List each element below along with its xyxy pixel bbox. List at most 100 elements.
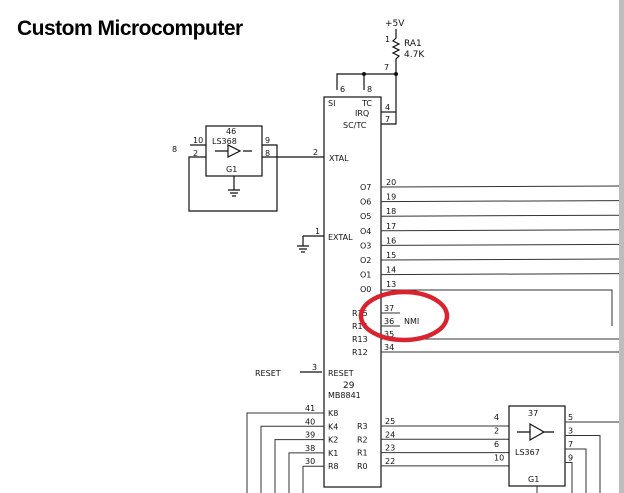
r-low-pin-25: 25 bbox=[385, 417, 395, 426]
junction-dot bbox=[394, 72, 398, 76]
mcu-chip bbox=[323, 96, 382, 488]
pin-irq: 4 bbox=[385, 103, 390, 112]
output-label-o2: O2 bbox=[360, 256, 371, 265]
ls368-pin-9: 9 bbox=[265, 136, 270, 145]
ls367-in-pin-4: 4 bbox=[494, 413, 499, 422]
k-label-k2: K2 bbox=[328, 436, 338, 445]
nmi-label: NMI bbox=[404, 317, 419, 326]
ls367-out-pin-5: 5 bbox=[568, 413, 573, 422]
k-wire-k1 bbox=[288, 452, 324, 493]
ls368-enable: G1 bbox=[226, 165, 237, 174]
ls367-out-pin-3: 3 bbox=[568, 427, 573, 436]
ls368-pin-8: 8 bbox=[265, 149, 270, 158]
r-low-label-r1: R1 bbox=[357, 449, 368, 458]
output-label-o6: O6 bbox=[360, 198, 371, 207]
ls367-ref: 37 bbox=[528, 409, 538, 418]
page-edge bbox=[619, 0, 624, 493]
ground-icon bbox=[228, 176, 240, 197]
r-low-label-r2: R2 bbox=[357, 435, 368, 444]
output-wire-o1 bbox=[380, 273, 620, 276]
ls367-part: LS367 bbox=[515, 448, 540, 457]
r-low-pin-22: 22 bbox=[385, 457, 395, 466]
output-label-o0: O0 bbox=[360, 285, 371, 294]
output-wire-o5 bbox=[380, 214, 620, 217]
ls367-out-wire-9 bbox=[565, 462, 573, 493]
output-pin-18: 18 bbox=[386, 207, 396, 216]
output-wire-o7 bbox=[380, 185, 620, 188]
r-pin-35: 35 bbox=[384, 330, 394, 339]
r-pin-36: 36 bbox=[384, 317, 394, 326]
r-label-r12: R12 bbox=[352, 348, 368, 357]
label-reset: RESET bbox=[328, 369, 354, 378]
k-pin-38: 38 bbox=[305, 444, 315, 453]
pin-tc: 8 bbox=[367, 85, 372, 94]
output-pin-14: 14 bbox=[386, 266, 396, 275]
highlight-circle bbox=[358, 289, 450, 343]
pin-xtal: 2 bbox=[313, 148, 318, 157]
output-pin-16: 16 bbox=[386, 236, 396, 245]
ls367-enable: G1 bbox=[528, 475, 539, 484]
output-wire-o4 bbox=[380, 229, 620, 232]
k-pin-39: 39 bbox=[305, 431, 315, 440]
power-label: +5V bbox=[385, 19, 405, 29]
k-wire-r8 bbox=[302, 465, 324, 493]
o0-wire bbox=[381, 289, 613, 326]
resistor-symbol bbox=[391, 29, 401, 74]
output-label-o3: O3 bbox=[360, 241, 371, 250]
pin-si: 6 bbox=[340, 85, 345, 94]
ls368-ref: 46 bbox=[226, 127, 236, 136]
r-label-r13: R13 bbox=[352, 335, 368, 344]
resistor-pin: 7 bbox=[384, 63, 389, 72]
label-sctc: SC/TC bbox=[343, 121, 367, 130]
output-wire-o2 bbox=[380, 258, 620, 261]
k-wire-k2 bbox=[274, 439, 324, 493]
output-pin-17: 17 bbox=[386, 222, 396, 231]
extal-ground-icon bbox=[297, 235, 324, 253]
ls367-in-pin-10: 10 bbox=[494, 454, 504, 463]
output-pin-20: 20 bbox=[386, 178, 396, 187]
ls367-out-pin-9: 9 bbox=[568, 454, 573, 463]
pin-extal: 1 bbox=[315, 227, 320, 236]
output-pin-15: 15 bbox=[386, 251, 396, 260]
output-wire-o3 bbox=[380, 243, 620, 246]
ls368-left-label: 8 bbox=[172, 145, 177, 154]
ls368-feedback-wire bbox=[188, 144, 278, 212]
ls367-chip bbox=[508, 405, 566, 487]
k-label-k4: K4 bbox=[328, 422, 338, 431]
resistor-value: 4.7K bbox=[404, 50, 425, 60]
output-pin-19: 19 bbox=[386, 193, 396, 202]
k-pin-30: 30 bbox=[305, 457, 315, 466]
mcu-ref: 29 bbox=[343, 381, 355, 391]
label-extal: EXTAL bbox=[328, 233, 353, 242]
output-label-o1: O1 bbox=[360, 271, 371, 280]
label-irq: IRQ bbox=[355, 109, 369, 118]
output-wire-o6 bbox=[380, 200, 620, 203]
reset-net-label: RESET bbox=[255, 369, 281, 378]
r-label-r14: R14 bbox=[352, 322, 368, 331]
k-wire-k4 bbox=[260, 425, 324, 493]
pin-reset: 3 bbox=[312, 363, 317, 372]
r-pin-34: 34 bbox=[384, 343, 394, 352]
k-label-k1: K1 bbox=[328, 449, 338, 458]
output-label-o7: O7 bbox=[360, 183, 371, 192]
ls367-out-wire-7 bbox=[565, 448, 587, 493]
ls367-in-pin-6: 6 bbox=[494, 440, 499, 449]
k-pin-41: 41 bbox=[305, 404, 315, 413]
k-label-k8: K8 bbox=[328, 409, 338, 418]
ls367-in-pin-2: 2 bbox=[494, 427, 499, 436]
junction-dot bbox=[362, 72, 366, 76]
mcu-part: MB8841 bbox=[328, 391, 361, 400]
buffer-symbol bbox=[215, 144, 252, 158]
ls368-pin-10: 10 bbox=[193, 136, 203, 145]
k-wire-k8 bbox=[246, 412, 324, 493]
resistor-name: RA1 bbox=[404, 39, 422, 49]
output-pin-13: 13 bbox=[386, 280, 396, 289]
r-low-label-r3: R3 bbox=[357, 422, 368, 431]
ls367-buffer-symbol bbox=[517, 422, 554, 442]
r-pin-37: 37 bbox=[384, 304, 394, 313]
